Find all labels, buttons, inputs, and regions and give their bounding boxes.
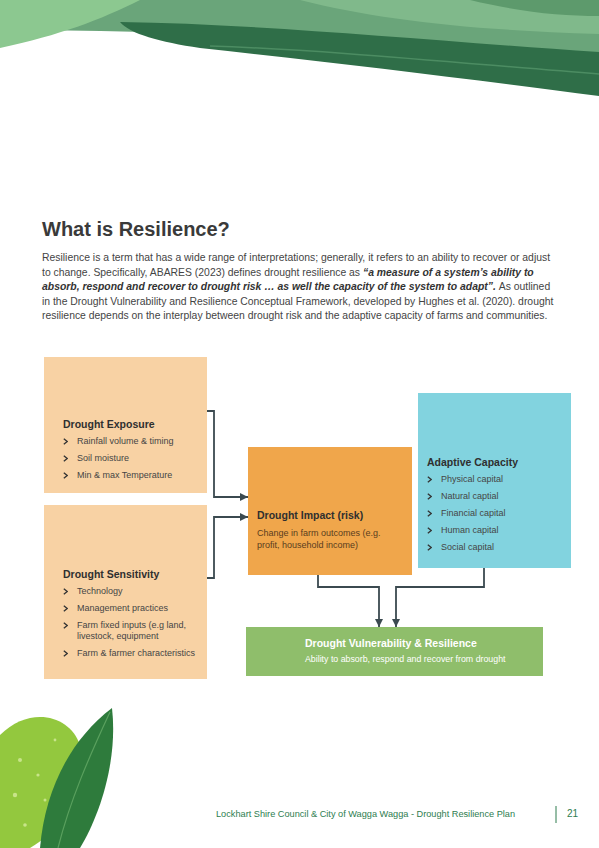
bullet-text: Min & max Temperature	[77, 470, 172, 481]
flow-connector	[207, 517, 248, 578]
box-heading: Drought Impact (risk)	[257, 509, 404, 522]
leaf-dots	[13, 739, 57, 827]
bullet-text: Farm fixed inputs (e.g land, livestock, …	[77, 620, 199, 642]
bullet-text: Natural captial	[441, 491, 499, 502]
bullet-chevron	[427, 493, 432, 500]
bullet-item: Physical capital	[427, 474, 565, 485]
box-heading: Drought Exposure	[63, 418, 199, 431]
bullet-text: Rainfall volume & timing	[77, 436, 174, 447]
bullet-item: Soil moisture	[63, 453, 199, 464]
banner-leaf	[470, 0, 599, 16]
bullet-chevron	[427, 510, 432, 517]
bullet-text: Human capital	[441, 525, 499, 536]
flow-connector	[207, 411, 248, 497]
bullet-text: Physical capital	[441, 474, 503, 485]
banner-leaf	[0, 0, 140, 48]
bullet-item: Farm & farmer characteristics	[63, 648, 199, 659]
flow-connector	[396, 568, 484, 627]
bullet-item: Technology	[63, 586, 199, 597]
bullet-item: Human capital	[427, 525, 565, 536]
bullet-item: Social capital	[427, 542, 565, 553]
bullet-chevron	[427, 544, 432, 551]
leaf-vein	[210, 46, 599, 74]
page-number: 21	[567, 808, 578, 819]
bullet-item: Natural captial	[427, 491, 565, 502]
bullet-chevron	[63, 605, 68, 612]
banner-leaf	[300, 0, 599, 34]
bullet-chevron	[427, 527, 432, 534]
intro-paragraph: Resilience is a term that has a wide ran…	[42, 251, 558, 324]
bullet-text: Financial capital	[441, 508, 506, 519]
sensitivity-box: Drought SensitivityTechnologyManagement …	[44, 505, 207, 679]
bullet-item: Farm fixed inputs (e.g land, livestock, …	[63, 620, 199, 642]
impact-box: Drought Impact (risk) Change in farm outc…	[248, 447, 412, 575]
bullet-chevron	[63, 650, 68, 657]
bullet-chevron	[427, 476, 432, 483]
corner-leaf	[40, 708, 113, 848]
bullet-text: Technology	[77, 586, 123, 597]
vulnerability-box: Drought Vulnerability & ResilienceAbilit…	[246, 627, 543, 676]
bullet-chevron	[63, 588, 68, 595]
capacity-box: Adaptive CapacityPhysical capitalNatural…	[418, 393, 571, 568]
bullet-item: Financial capital	[427, 508, 565, 519]
bullet-text: Farm & farmer characteristics	[77, 648, 195, 659]
box-heading: Adaptive Capacity	[427, 456, 565, 469]
bullet-text: Management practices	[77, 603, 168, 614]
flow-connector	[318, 575, 379, 627]
box-heading: Drought Vulnerability & Resilience	[305, 637, 535, 650]
exposure-box: Drought ExposureRainfall volume & timing…	[44, 357, 207, 493]
bullet-item: Rainfall volume & timing	[63, 436, 199, 447]
bullet-chevron	[63, 622, 68, 629]
bullet-text: Social capital	[441, 542, 494, 553]
page-title: What is Resilience?	[42, 218, 230, 241]
bullet-text: Soil moisture	[77, 453, 129, 464]
bullet-chevron	[63, 438, 68, 445]
box-body: Ability to absorb, respond and recover f…	[305, 653, 535, 665]
leaf-vein	[58, 712, 110, 848]
footer-text: Lockhart Shire Council & City of Wagga W…	[216, 809, 515, 819]
footer-rule	[556, 806, 557, 823]
bullet-chevron	[63, 455, 68, 462]
bullet-item: Min & max Temperature	[63, 470, 199, 481]
banner-leaf	[120, 22, 599, 96]
bullet-chevron	[63, 472, 68, 479]
bullet-item: Management practices	[63, 603, 199, 614]
box-body: Change in farm outcomes (e.g. profit, ho…	[257, 527, 404, 551]
box-heading: Drought Sensitivity	[63, 568, 199, 581]
